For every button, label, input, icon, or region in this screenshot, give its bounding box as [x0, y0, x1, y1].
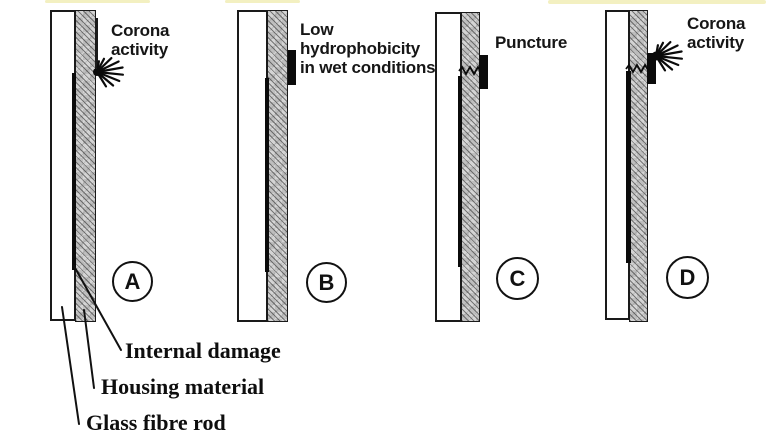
annotation-line: hydrophobicity	[300, 39, 420, 58]
panel-c-label: C	[496, 257, 539, 300]
scan-artifact	[225, 0, 300, 3]
hydrophobicity-loss-bar	[288, 50, 296, 85]
legend-glass-fibre-rod: Glass fibre rod	[86, 410, 226, 435]
legend-internal-damage: Internal damage	[125, 338, 281, 363]
internal-damage-line	[265, 78, 269, 272]
annotation-line: activity	[687, 33, 744, 52]
internal-damage-line	[72, 73, 76, 270]
panel-d-annotation: Corona activity	[687, 14, 746, 52]
panel-c-annotation: Puncture	[495, 33, 567, 52]
panel-d-label: D	[666, 256, 709, 299]
internal-damage-line	[626, 71, 631, 263]
annotation-line: in wet conditions	[300, 58, 436, 77]
scan-artifact	[45, 0, 150, 3]
housing-material	[267, 10, 288, 322]
glass-fibre-rod	[237, 10, 268, 322]
annotation-line: Low	[300, 20, 334, 39]
internal-damage-line	[458, 76, 462, 267]
annotation-line: Puncture	[495, 33, 568, 52]
panel-b-annotation: Low hydrophobicity in wet conditions	[300, 20, 436, 77]
panel-b-label: B	[306, 262, 347, 303]
panel-letter: C	[509, 265, 526, 291]
housing-surface-line	[96, 18, 98, 68]
panel-letter: D	[679, 264, 696, 290]
annotation-line: Corona	[111, 21, 170, 40]
panel-letter: B	[318, 269, 335, 295]
housing-material	[629, 10, 648, 322]
housing-material	[461, 12, 480, 322]
legend-housing-material: Housing material	[101, 374, 265, 399]
panel-a-label: A	[112, 261, 153, 302]
panel-a-annotation: Corona activity	[111, 21, 170, 59]
puncture-bar	[647, 53, 656, 84]
scan-artifact	[548, 0, 766, 4]
annotation-line: activity	[111, 40, 168, 59]
housing-material	[75, 10, 96, 322]
annotation-line: Corona	[687, 14, 746, 33]
puncture-bar	[479, 55, 488, 89]
panel-letter: A	[124, 268, 141, 294]
